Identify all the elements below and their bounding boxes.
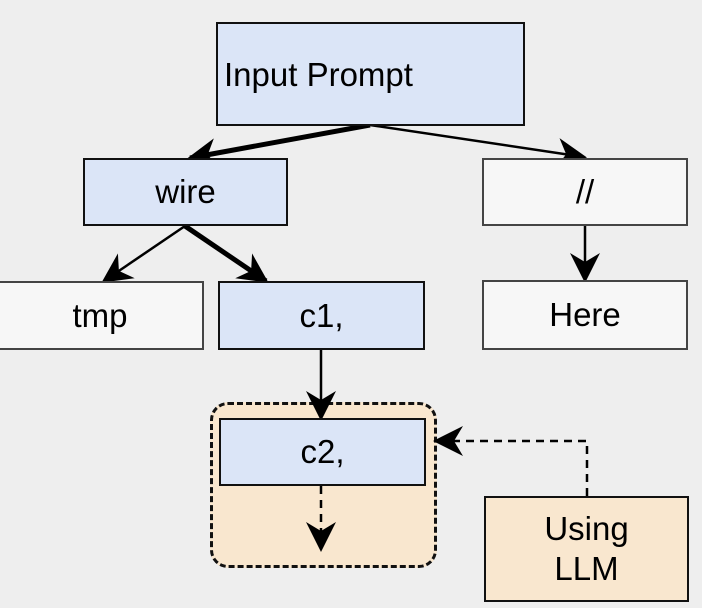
comment-label: // [575, 173, 595, 210]
using-llm-node: Using LLM [484, 496, 689, 602]
edge-wire-to-tmp [101, 224, 186, 283]
input-prompt-node: Input Prompt [216, 22, 525, 126]
edge-wire-to-c1 [183, 223, 269, 284]
using-llm-label-line1: Using [544, 510, 629, 548]
tmp-node: tmp [0, 281, 204, 350]
c1-node: c1, [218, 281, 425, 350]
here-node: Here [482, 280, 688, 350]
comment-node: // [482, 158, 688, 226]
edge-prompt-to-comment [369, 123, 587, 168]
wire-node: wire [83, 158, 288, 226]
c2-node: c2, [219, 418, 426, 486]
c1-label: c1, [299, 296, 344, 334]
edge-prompt-to-wire [187, 122, 371, 168]
here-label: Here [549, 296, 621, 333]
input-prompt-label: Input Prompt [224, 56, 413, 93]
c2-label: c2, [300, 433, 345, 470]
edge-llm-to-group [433, 426, 589, 496]
wire-label: wire [155, 173, 216, 210]
tmp-label: tmp [72, 296, 128, 334]
using-llm-label-line2: LLM [554, 550, 619, 587]
